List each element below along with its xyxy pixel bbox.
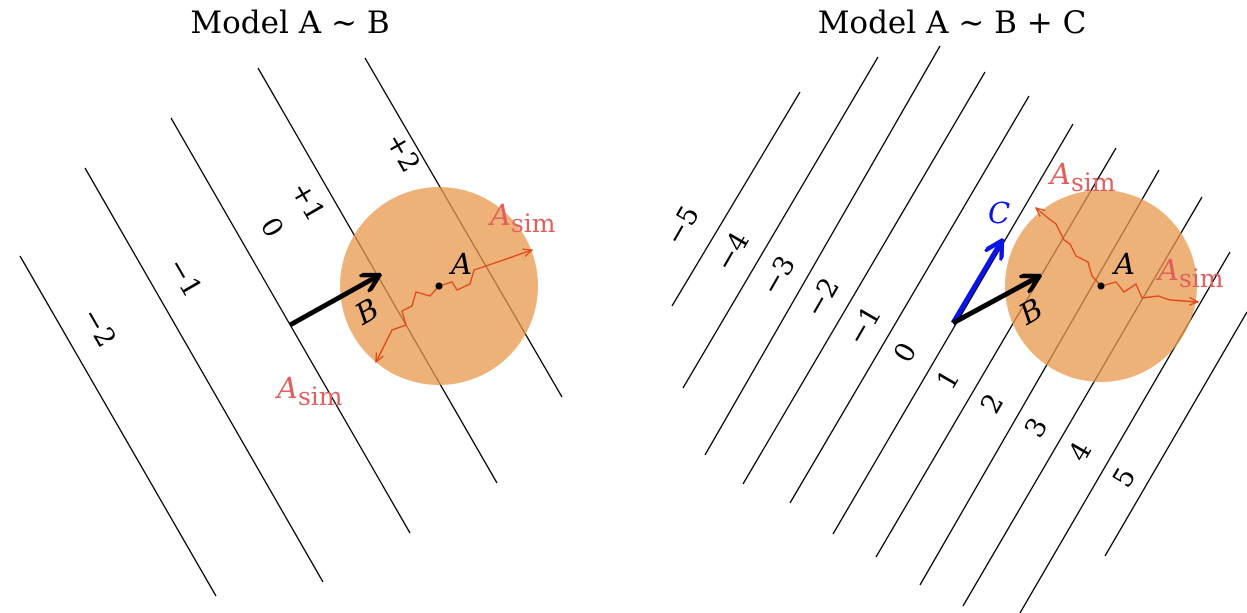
left-sim-path-upper bbox=[438, 250, 532, 291]
right-contour-line bbox=[704, 45, 941, 456]
right-vector-c-label: C bbox=[988, 196, 1010, 230]
right-sim-label-upper: Asim bbox=[1047, 157, 1116, 197]
right-contour-line bbox=[671, 91, 801, 307]
right-contour-label: 2 bbox=[975, 389, 1010, 419]
right-vector-c bbox=[950, 244, 1000, 325]
right-vector-b bbox=[951, 278, 1036, 326]
right-sim-label-upper-main: A bbox=[1047, 157, 1071, 191]
right-contour-label: −3 bbox=[755, 251, 802, 301]
right-contour-line bbox=[682, 56, 879, 389]
left-contour-label: −1 bbox=[161, 253, 208, 303]
right-panel-title: Model A ∼ B + C bbox=[818, 5, 1087, 41]
right-point-a bbox=[1097, 282, 1105, 290]
right-sim-label-right: Asim bbox=[1155, 253, 1224, 293]
right-contour-line bbox=[742, 71, 986, 485]
right-contour-label: 0 bbox=[888, 338, 923, 368]
right-sim-path-upper bbox=[1036, 208, 1102, 287]
right-sim-path-right bbox=[1100, 281, 1198, 302]
right-sim-label-right-main: A bbox=[1155, 253, 1179, 287]
left-contour-label: +1 bbox=[284, 177, 331, 227]
left-vector-b bbox=[288, 277, 376, 328]
right-panel: Model A ∼ B + C −5 −4 −3 −2 −1 0 1 2 3 bbox=[659, 5, 1247, 613]
right-contour-label: −4 bbox=[709, 227, 756, 277]
right-contour-line bbox=[832, 123, 1074, 535]
left-contour-line bbox=[19, 255, 217, 597]
right-contour-label: −5 bbox=[659, 201, 706, 251]
left-sim-path-lower bbox=[376, 285, 440, 362]
right-contour-label: 4 bbox=[1063, 437, 1098, 467]
left-sim-label-upper: Asim bbox=[487, 198, 556, 238]
right-contour-label: −1 bbox=[841, 301, 888, 351]
left-contour-line bbox=[84, 167, 324, 583]
right-contour-line bbox=[1104, 311, 1247, 557]
right-contour-label: −2 bbox=[799, 273, 846, 323]
left-panel-title: Model A ∼ B bbox=[190, 5, 389, 41]
left-sim-label-upper-sub: sim bbox=[511, 209, 556, 238]
left-sim-label-lower-sub: sim bbox=[298, 382, 343, 411]
left-contour-label: +2 bbox=[379, 128, 426, 178]
right-sim-label-right-sub: sim bbox=[1179, 264, 1224, 293]
left-sim-label-upper-main: A bbox=[487, 198, 511, 232]
right-contour-label: 3 bbox=[1019, 413, 1054, 443]
left-sim-label-lower: Asim bbox=[274, 371, 343, 411]
left-point-a-label: A bbox=[448, 247, 472, 281]
left-point-a bbox=[435, 282, 443, 290]
left-sim-label-lower-main: A bbox=[274, 371, 298, 405]
left-panel: Model A ∼ B −2 −1 0 +1 +2 B A Asim bbox=[19, 5, 563, 597]
right-point-a-label: A bbox=[1111, 247, 1135, 281]
left-contour-label: 0 bbox=[254, 213, 289, 243]
right-contour-line bbox=[1019, 251, 1231, 613]
right-contour-label: 5 bbox=[1107, 463, 1142, 493]
right-sim-label-upper-sub: sim bbox=[1071, 168, 1116, 197]
left-contour-label: −2 bbox=[75, 303, 122, 353]
right-contour-line bbox=[789, 95, 1030, 504]
right-contour-label: 1 bbox=[931, 365, 966, 395]
